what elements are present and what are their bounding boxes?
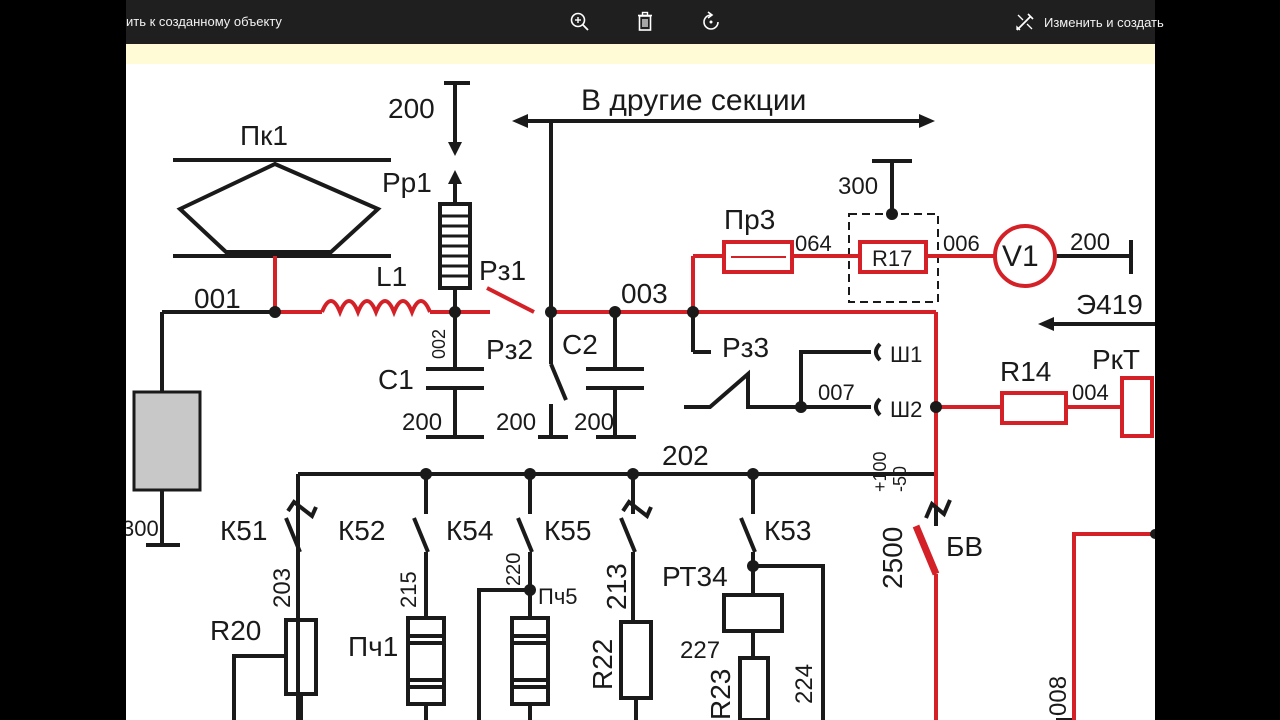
label-c1: С1: [378, 364, 414, 395]
rotate-button[interactable]: [697, 8, 725, 36]
edit-create-icon: [1016, 13, 1034, 31]
label-200-v1: 200: [1070, 229, 1110, 256]
label-pr3: Пр3: [724, 204, 775, 235]
label-r23: R23: [705, 669, 736, 720]
label-r22: R22: [587, 639, 618, 690]
edit-and-create-label: Изменить и создать: [1044, 14, 1164, 30]
fuses: [406, 616, 550, 720]
label-203: 203: [269, 568, 296, 608]
label-k54: К54: [446, 515, 493, 546]
label-k51: К51: [220, 515, 267, 546]
label-300-left: 300: [126, 516, 159, 541]
label-213: 213: [601, 563, 632, 610]
label-r14: R14: [1000, 356, 1051, 387]
label-sh1: Ш1: [890, 342, 922, 367]
label-202: 202: [662, 440, 709, 471]
label-v1: V1: [1002, 240, 1039, 273]
label-001: 001: [194, 283, 241, 314]
fuse-pch1: [406, 616, 446, 706]
label-l1: L1: [376, 261, 407, 292]
label-064: 064: [795, 231, 832, 256]
delete-button[interactable]: [631, 8, 659, 36]
image-canvas: В другие секции Пк1 200 Рр1 001 L1 Рз1 0…: [126, 44, 1155, 720]
diagram-labels: В другие секции Пк1 200 Рр1 001 L1 Рз1 0…: [126, 84, 1143, 720]
label-004: 004: [1072, 380, 1109, 405]
label-006: 006: [943, 231, 980, 256]
black-wires: [146, 81, 1155, 720]
label-200-rz2: 200: [496, 409, 536, 436]
rotate-icon: [703, 11, 719, 30]
label-003: 003: [621, 278, 668, 309]
back-to-created-object-link[interactable]: ить к созданному объекту: [126, 14, 282, 29]
label-pch5: Пч5: [538, 584, 578, 609]
label-rr1: Рр1: [382, 167, 432, 198]
label-200-c2: 200: [574, 409, 614, 436]
label-r20: R20: [210, 615, 261, 646]
label-rz3: Рз3: [722, 332, 769, 363]
label-220: 220: [503, 553, 525, 586]
label-e419: Э419: [1076, 289, 1143, 320]
label-pk1: Пк1: [240, 120, 288, 151]
label-sh2: Ш2: [890, 397, 922, 422]
rr1-stack: [442, 214, 468, 278]
label-rz1: Рз1: [479, 255, 526, 286]
label-200-top: 200: [388, 93, 435, 124]
label-224: 224: [791, 664, 818, 704]
fuse-pch5: [510, 616, 550, 706]
label-rkt: РкТ: [1092, 344, 1140, 375]
junction-dots: [269, 208, 1155, 596]
trash-icon: [638, 11, 652, 31]
label-tolerance-plus: +100: [870, 451, 890, 492]
label-008: 008: [1045, 676, 1072, 716]
label-002: 002: [429, 329, 449, 359]
label-pch1: Пч1: [348, 631, 398, 662]
label-k53: К53: [764, 515, 811, 546]
label-r17: R17: [872, 246, 912, 271]
label-bv: БВ: [946, 531, 983, 562]
label-007: 007: [818, 380, 855, 405]
label-227: 227: [680, 637, 720, 664]
label-k52: К52: [338, 515, 385, 546]
image-top-band: [126, 44, 1155, 64]
zoom-in-icon: [570, 12, 589, 31]
edit-and-create-button[interactable]: Изменить и создать: [1014, 8, 1164, 36]
label-c2: С2: [562, 329, 598, 360]
circuit-diagram: В другие секции Пк1 200 Рр1 001 L1 Рз1 0…: [126, 81, 1155, 720]
label-200-c1: 200: [402, 409, 442, 436]
label-rz2: Рз2: [486, 334, 533, 365]
gray-device-box: [132, 390, 202, 492]
bv-breaker: [912, 499, 952, 576]
label-other-sections: В другие секции: [581, 84, 806, 117]
label-300: 300: [838, 173, 878, 200]
label-215: 215: [396, 571, 421, 608]
label-tolerance-minus: -50: [890, 466, 910, 492]
label-k55: К55: [544, 515, 591, 546]
label-2500: 2500: [877, 527, 908, 589]
viewer-toolbar: ить к созданному объекту: [126, 0, 1164, 44]
zoom-in-button[interactable]: [566, 8, 594, 36]
label-rt34: РТ34: [662, 561, 728, 592]
